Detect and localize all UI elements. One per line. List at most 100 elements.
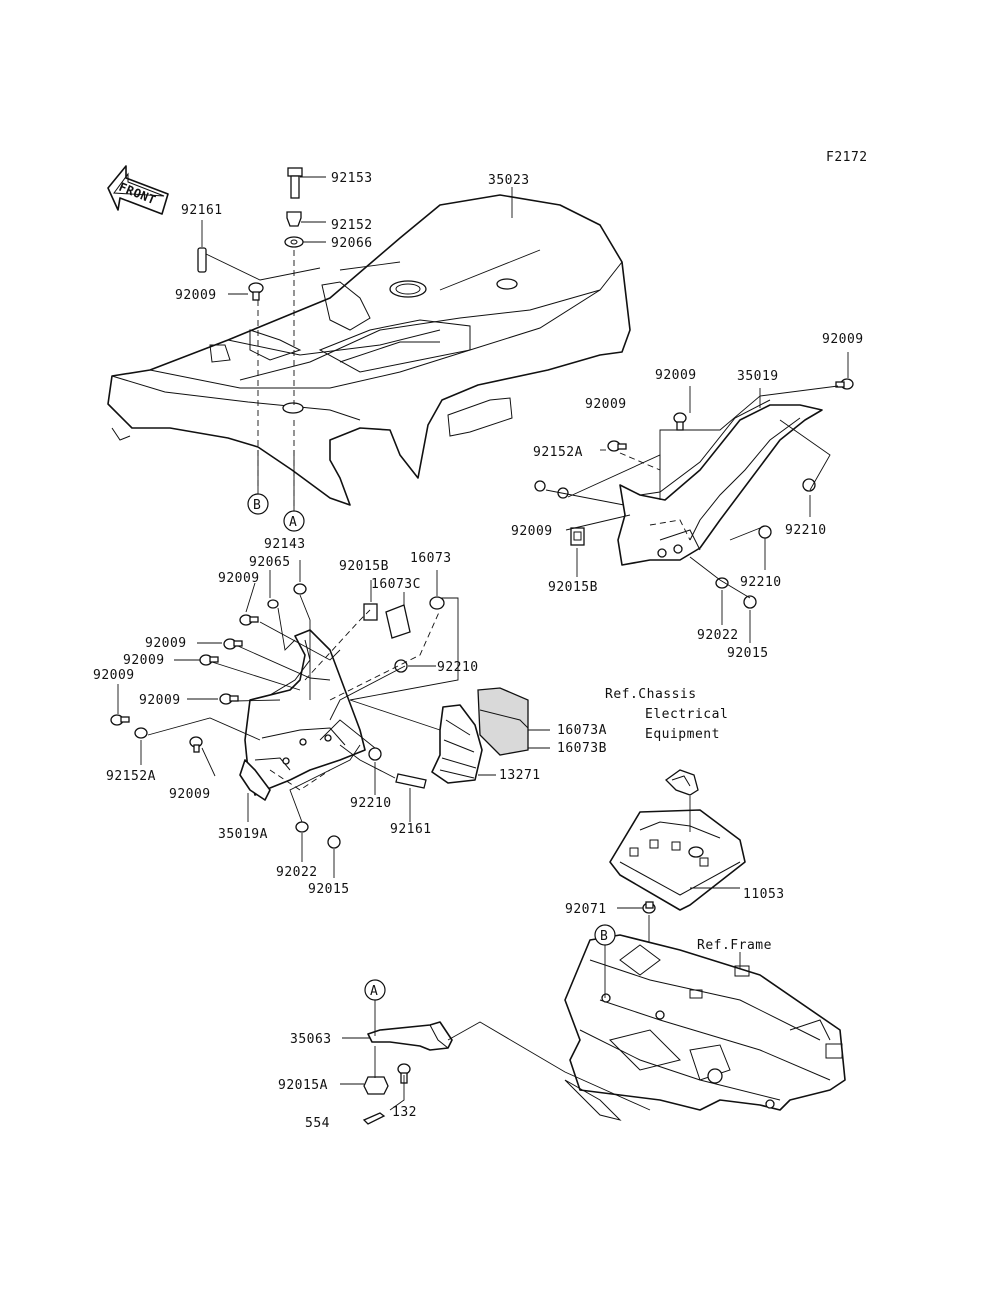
cotter-pin-554-icon xyxy=(362,1112,386,1125)
nut-92015-l-icon xyxy=(327,835,341,849)
part-label-92015A: 92015A xyxy=(278,1078,328,1093)
ref-frame-label: Ref.Frame xyxy=(697,938,772,953)
callout-a-bottom: A xyxy=(364,979,386,1001)
right-mudguard-35019 xyxy=(617,399,823,566)
rear-fender-35023 xyxy=(107,194,631,506)
bolt-92009-r3-icon xyxy=(835,378,854,390)
nut-92015A-icon xyxy=(363,1076,389,1095)
part-label-92066: 92066 xyxy=(331,236,373,251)
callout-b-bottom-text: B xyxy=(600,929,608,944)
part-label-92152: 92152 xyxy=(331,218,373,233)
part-label-92210-r1: 92210 xyxy=(785,523,827,538)
nut-92210-r1-icon xyxy=(802,478,816,492)
bolt-92009-l5-icon xyxy=(110,714,130,726)
part-label-13271: 13271 xyxy=(499,768,541,783)
battery-case-11053 xyxy=(609,809,746,911)
bolt-92009-r2-icon xyxy=(607,440,627,452)
bolt-92009-l2-icon xyxy=(223,638,243,650)
part-label-35019A: 35019A xyxy=(218,827,268,842)
part-label-92009-l4: 92009 xyxy=(139,693,181,708)
bracket-35063 xyxy=(367,1021,453,1051)
part-label-92015-r: 92015 xyxy=(727,646,769,661)
frame-ref xyxy=(564,934,846,1121)
callout-a-top: A xyxy=(283,510,305,532)
nut-92009-r4-icon xyxy=(534,480,569,499)
callout-b-top: B xyxy=(247,493,269,515)
collar-92152-icon xyxy=(286,211,302,227)
part-label-92015B-l: 92015B xyxy=(339,559,389,574)
part-label-16073C: 16073C xyxy=(371,577,421,592)
bolt-92009-l3-icon xyxy=(199,654,219,666)
part-label-92143: 92143 xyxy=(264,537,306,552)
bolt-92009-l6-icon xyxy=(189,736,203,753)
part-label-92022-l: 92022 xyxy=(276,865,318,880)
pin-92161-l-icon xyxy=(395,773,427,789)
grommet-92071-icon xyxy=(642,901,656,914)
callout-a-top-text: A xyxy=(289,515,297,530)
part-label-35023: 35023 xyxy=(488,173,530,188)
ref-chassis-equipment-label: Equipment xyxy=(645,727,720,742)
nut-92210-l-icon xyxy=(368,747,382,761)
part-label-92161-top: 92161 xyxy=(181,203,223,218)
bolt-92009-top-icon xyxy=(248,282,264,301)
part-label-92065: 92065 xyxy=(249,555,291,570)
callout-a-bottom-text: A xyxy=(370,984,378,999)
part-label-92015-l: 92015 xyxy=(308,882,350,897)
bolt-92009-l1-icon xyxy=(239,614,259,626)
callout-b-top-text: B xyxy=(253,498,261,513)
part-label-92071: 92071 xyxy=(565,902,607,917)
part-label-92009-top: 92009 xyxy=(175,288,217,303)
clamp-chassis-electrical-icon xyxy=(664,769,699,796)
part-label-92009-l5: 92009 xyxy=(93,668,135,683)
washer-92022-r-icon xyxy=(715,577,729,589)
part-label-92161-l: 92161 xyxy=(390,822,432,837)
part-label-16073B: 16073B xyxy=(557,741,607,756)
washer-92143-icon xyxy=(293,583,307,595)
washer-92022-l-icon xyxy=(295,821,309,833)
washer-92065-icon xyxy=(267,599,279,609)
clip-92015B-l-icon xyxy=(363,603,378,621)
part-label-11053: 11053 xyxy=(743,887,785,902)
bolt-92009-r1-icon xyxy=(673,412,687,431)
clip-92015B-r-icon xyxy=(570,527,585,546)
left-mudguard-35019A xyxy=(239,629,366,801)
part-label-16073: 16073 xyxy=(410,551,452,566)
part-label-92015B-r: 92015B xyxy=(548,580,598,595)
bolt-92153-icon xyxy=(287,167,303,199)
part-label-92009-r3: 92009 xyxy=(822,332,864,347)
part-label-92152A-r: 92152A xyxy=(533,445,583,460)
nut-92015-r-icon xyxy=(743,595,757,609)
part-label-92009-r2: 92009 xyxy=(585,397,627,412)
cover-16073A-B xyxy=(477,687,529,756)
part-label-92009-r4: 92009 xyxy=(511,524,553,539)
part-label-92009-r1: 92009 xyxy=(655,368,697,383)
part-label-92009-l2: 92009 xyxy=(145,636,187,651)
ref-chassis-electrical-label: Electrical xyxy=(645,707,728,722)
pad-16073C-icon xyxy=(385,604,411,639)
part-label-554: 554 xyxy=(305,1116,330,1131)
washer-16073-icon xyxy=(429,596,445,610)
part-label-92210-r2: 92210 xyxy=(740,575,782,590)
part-label-35063: 35063 xyxy=(290,1032,332,1047)
part-label-35019: 35019 xyxy=(737,369,779,384)
figure-code: F2172 xyxy=(826,150,868,165)
part-label-92210-l: 92210 xyxy=(350,796,392,811)
callout-b-bottom: B xyxy=(594,924,616,946)
part-label-132: 132 xyxy=(392,1105,417,1120)
part-label-92009-l3: 92009 xyxy=(123,653,165,668)
part-label-92009-l6: 92009 xyxy=(169,787,211,802)
bolt-92009-l4-icon xyxy=(219,693,239,705)
front-arrow-icon: FRONT xyxy=(107,165,169,215)
part-label-92153: 92153 xyxy=(331,171,373,186)
part-label-16073A: 16073A xyxy=(557,723,607,738)
part-label-92022-r: 92022 xyxy=(697,628,739,643)
washer-92152A-l-icon xyxy=(134,727,148,739)
part-label-92009-l1: 92009 xyxy=(218,571,260,586)
pin-92161-icon xyxy=(197,247,207,273)
part-label-92152A-l: 92152A xyxy=(106,769,156,784)
part-label-92210-m: 92210 xyxy=(437,660,479,675)
washer-92066-icon xyxy=(284,236,304,248)
heat-guard-13271 xyxy=(431,704,483,784)
ref-chassis-label: Ref.Chassis xyxy=(605,687,697,702)
